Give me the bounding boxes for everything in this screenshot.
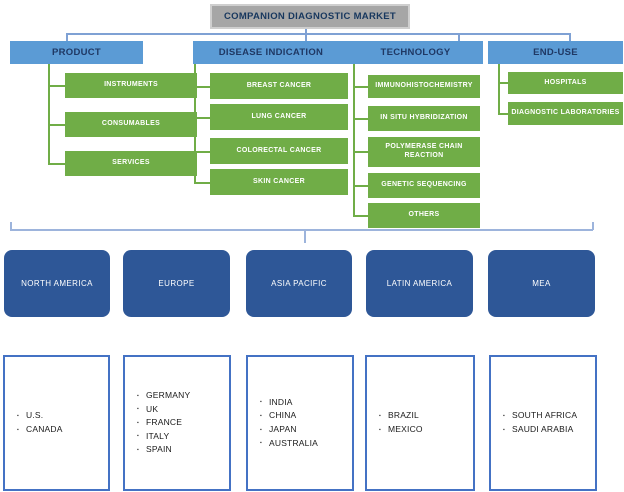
branch-line xyxy=(194,151,210,153)
segment-header-product: PRODUCT xyxy=(10,41,143,64)
country-item: CHINA xyxy=(260,409,318,423)
country-list-north-america: U.S. CANADA xyxy=(3,355,110,491)
connector-line xyxy=(458,33,460,41)
segment-header-disease-indication: DISEASE INDICATION xyxy=(193,41,349,64)
bracket-line xyxy=(304,229,306,243)
country-item: INDIA xyxy=(260,396,318,410)
country-item: SPAIN xyxy=(137,443,190,457)
branch-line xyxy=(353,64,355,216)
branch-line xyxy=(353,151,368,153)
segment-item-skin-cancer: SKIN CANCER xyxy=(210,169,348,195)
connector-line xyxy=(305,29,307,41)
segment-item-hospitals: HOSPITALS xyxy=(508,72,623,94)
country-item: SOUTH AFRICA xyxy=(503,409,577,423)
segment-header-technology: TECHNOLOGY xyxy=(348,41,483,64)
connector-line xyxy=(66,33,570,35)
country-item: SAUDI ARABIA xyxy=(503,423,577,437)
segment-item-polymerase-chain-reaction: POLYMERASE CHAIN REACTION xyxy=(368,137,480,167)
bracket-line xyxy=(592,222,594,230)
region-north-america: NORTH AMERICA xyxy=(4,250,110,317)
branch-line xyxy=(498,113,508,115)
bracket-line xyxy=(10,229,593,231)
bracket-line xyxy=(10,222,12,230)
segment-item-lung-cancer: LUNG CANCER xyxy=(210,104,348,130)
branch-line xyxy=(48,163,65,165)
region-mea: MEA xyxy=(488,250,595,317)
branch-line xyxy=(353,215,368,217)
region-asia-pacific: ASIA PACIFIC xyxy=(246,250,352,317)
branch-line xyxy=(194,86,210,88)
segment-item-others: OTHERS xyxy=(368,203,480,228)
branch-line xyxy=(353,86,368,88)
segment-item-breast-cancer: BREAST CANCER xyxy=(210,73,348,99)
country-item: MEXICO xyxy=(379,423,423,437)
branch-line xyxy=(194,64,196,183)
country-item: U.S. xyxy=(17,409,63,423)
region-europe: EUROPE xyxy=(123,250,230,317)
country-item: UK xyxy=(137,403,190,417)
segment-item-consumables: CONSUMABLES xyxy=(65,112,197,137)
branch-line xyxy=(353,185,368,187)
branch-line xyxy=(498,82,508,84)
segment-header-end-use: END-USE xyxy=(488,41,623,64)
branch-line xyxy=(48,85,65,87)
country-item: FRANCE xyxy=(137,416,190,430)
country-list-asia-pacific: INDIA CHINA JAPAN AUSTRALIA xyxy=(246,355,354,491)
branch-line xyxy=(48,124,65,126)
country-item: ITALY xyxy=(137,430,190,444)
diagram-title: COMPANION DIAGNOSTIC MARKET xyxy=(210,4,410,29)
branch-line xyxy=(194,182,210,184)
connector-line xyxy=(66,33,68,41)
region-latin-america: LATIN AMERICA xyxy=(366,250,473,317)
segment-item-diagnostic-laboratories: DIAGNOSTIC LABORATORIES xyxy=(508,102,623,125)
country-list-mea: SOUTH AFRICA SAUDI ARABIA xyxy=(489,355,597,491)
branch-line xyxy=(498,64,500,114)
connector-line xyxy=(569,33,571,41)
country-list-europe: GERMANY UK FRANCE ITALY SPAIN xyxy=(123,355,231,491)
country-item: GERMANY xyxy=(137,389,190,403)
segment-item-colorectal-cancer: COLORECTAL CANCER xyxy=(210,138,348,164)
segment-item-services: SERVICES xyxy=(65,151,197,176)
country-item: JAPAN xyxy=(260,423,318,437)
country-item: CANADA xyxy=(17,423,63,437)
branch-line xyxy=(353,118,368,120)
segment-item-genetic-sequencing: GENETIC SEQUENCING xyxy=(368,173,480,198)
segment-item-in-situ-hybridization: IN SITU HYBRIDIZATION xyxy=(368,106,480,131)
branch-line xyxy=(194,117,210,119)
country-item: AUSTRALIA xyxy=(260,437,318,451)
segment-item-instruments: INSTRUMENTS xyxy=(65,73,197,98)
country-item: BRAZIL xyxy=(379,409,423,423)
segment-item-immunohistochemistry: IMMUNOHISTOCHEMISTRY xyxy=(368,75,480,98)
country-list-latin-america: BRAZIL MEXICO xyxy=(365,355,475,491)
branch-line xyxy=(48,64,50,163)
